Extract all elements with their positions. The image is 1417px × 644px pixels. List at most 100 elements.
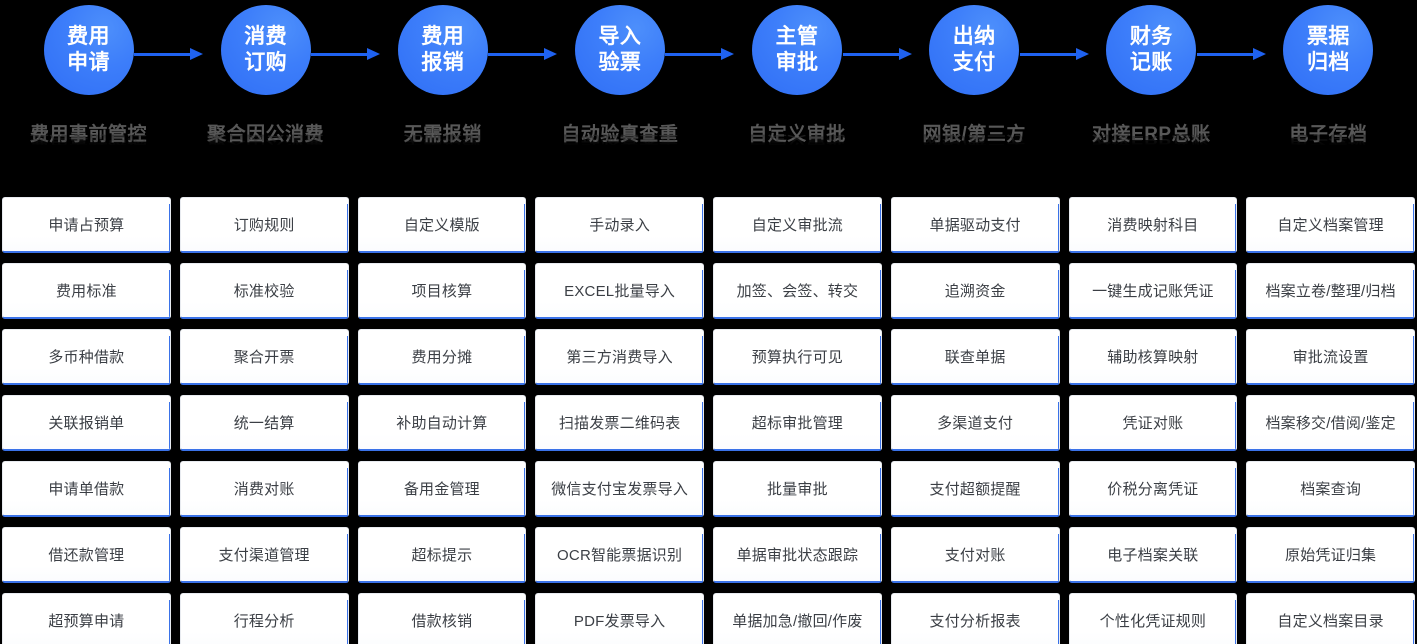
- feature-cell[interactable]: 关联报销单: [2, 395, 171, 451]
- feature-cell[interactable]: 申请单借款: [2, 461, 171, 517]
- feature-cell[interactable]: 费用标准: [2, 263, 171, 319]
- flow-step-subtitle: 无需报销: [403, 124, 482, 145]
- feature-cell[interactable]: 行程分析: [179, 593, 349, 644]
- flow-step-5[interactable]: 主管审批自定义审批自定义审批: [709, 0, 912, 186]
- feature-cell[interactable]: 费用分摊: [357, 329, 527, 385]
- feature-cell[interactable]: 联查单据: [890, 329, 1060, 385]
- flow-step-circle[interactable]: 出纳支付: [929, 5, 1020, 95]
- feature-cell[interactable]: 借还款管理: [2, 527, 171, 583]
- flow-step-circle[interactable]: 票据归档: [1283, 5, 1374, 95]
- feature-cell[interactable]: 审批流设置: [1246, 329, 1415, 385]
- feature-cell[interactable]: 超预算申请: [2, 593, 171, 644]
- feature-cell[interactable]: 预算执行可见: [713, 329, 882, 385]
- feature-cell[interactable]: 微信支付宝发票导入: [535, 461, 704, 517]
- flow-step-title-line2: 申请: [67, 51, 111, 74]
- flow-step-title-line1: 导入: [598, 25, 642, 49]
- feature-cell[interactable]: 单据审批状态跟踪: [713, 527, 882, 583]
- flow-step-title-line1: 费用: [421, 25, 465, 49]
- flow-step-7[interactable]: 财务记账对接ERP总账对接ERP总账: [1063, 0, 1266, 186]
- flow-step-circle[interactable]: 费用报销: [397, 5, 488, 95]
- flow-step-title-line2: 订购: [244, 51, 288, 74]
- feature-cell[interactable]: 电子档案关联: [1068, 527, 1238, 583]
- feature-cell[interactable]: 申请占预算: [2, 197, 171, 253]
- feature-cell[interactable]: EXCEL批量导入: [535, 263, 704, 319]
- feature-cell[interactable]: 多渠道支付: [890, 395, 1060, 451]
- flow-step-title-line1: 费用: [67, 25, 111, 49]
- feature-cell[interactable]: 一键生成记账凭证: [1068, 263, 1238, 319]
- feature-cell[interactable]: 档案移交/借阅/鉴定: [1246, 395, 1415, 451]
- feature-cell[interactable]: 订购规则: [179, 197, 349, 253]
- flow-step-circle[interactable]: 财务记账: [1106, 5, 1197, 95]
- flow-step-subtitle: 自定义审批: [748, 124, 846, 145]
- feature-cell[interactable]: 项目核算: [357, 263, 527, 319]
- feature-cell[interactable]: 支付分析报表: [890, 593, 1060, 644]
- feature-cell[interactable]: 档案立卷/整理/归档: [1246, 263, 1415, 319]
- flow-step-title-line1: 财务: [1129, 25, 1173, 49]
- flow-subtitle-wrap: 无需报销无需报销: [354, 124, 531, 182]
- flow-step-circle[interactable]: 费用申请: [43, 5, 134, 95]
- flow-step-subtitle-reflection: 费用事前管控: [30, 132, 148, 146]
- feature-cell[interactable]: 加签、会签、转交: [713, 263, 882, 319]
- flow-step-circle[interactable]: 导入验票: [574, 5, 665, 95]
- flow-step-3[interactable]: 费用报销无需报销无需报销: [354, 0, 558, 186]
- feature-cell[interactable]: 批量审批: [713, 461, 882, 517]
- flow-step-1[interactable]: 费用申请费用事前管控费用事前管控: [0, 0, 203, 186]
- flow-step-title-line1: 主管: [775, 25, 819, 49]
- feature-cell[interactable]: 第三方消费导入: [535, 329, 704, 385]
- feature-cell[interactable]: OCR智能票据识别: [535, 527, 704, 583]
- feature-cell[interactable]: 凭证对账: [1068, 395, 1238, 451]
- feature-cell[interactable]: 超标提示: [357, 527, 527, 583]
- flow-step-2[interactable]: 消费订购聚合因公消费聚合因公消费: [177, 0, 381, 186]
- feature-cell[interactable]: 原始凭证归集: [1246, 527, 1415, 583]
- feature-cell[interactable]: 支付对账: [890, 527, 1060, 583]
- flow-step-subtitle-reflection: 网银/第三方: [922, 132, 1026, 146]
- flow-step-title-line2: 报销: [421, 51, 465, 74]
- flow-step-subtitle: 聚合因公消费: [207, 124, 325, 145]
- flow-step-8[interactable]: 票据归档电子存档电子存档: [1240, 0, 1417, 186]
- feature-cell[interactable]: 单据加急/撤回/作废: [713, 593, 882, 644]
- feature-cell[interactable]: 档案查询: [1246, 461, 1415, 517]
- feature-cell[interactable]: 手动录入: [535, 197, 704, 253]
- feature-cell[interactable]: 标准校验: [179, 263, 349, 319]
- feature-cell[interactable]: 补助自动计算: [357, 395, 527, 451]
- feature-cell[interactable]: 支付超额提醒: [890, 461, 1060, 517]
- feature-cell[interactable]: 消费对账: [179, 461, 349, 517]
- feature-cell[interactable]: 消费映射科目: [1068, 197, 1238, 253]
- feature-cell[interactable]: 聚合开票: [179, 329, 349, 385]
- feature-cell[interactable]: 自定义模版: [357, 197, 527, 253]
- flow-step-circle[interactable]: 消费订购: [220, 5, 311, 95]
- flow-subtitle-wrap: 聚合因公消费聚合因公消费: [177, 124, 354, 182]
- flow-step-subtitle: 自动验真查重: [561, 124, 679, 145]
- feature-cell[interactable]: 自定义档案管理: [1246, 197, 1415, 253]
- flow-step-subtitle-reflection: 电子存档: [1289, 132, 1368, 146]
- feature-cell[interactable]: 支付渠道管理: [179, 527, 349, 583]
- feature-cell[interactable]: 自定义审批流: [713, 197, 882, 253]
- feature-cell[interactable]: 多币种借款: [2, 329, 171, 385]
- feature-cell[interactable]: PDF发票导入: [535, 593, 704, 644]
- feature-cell[interactable]: 统一结算: [179, 395, 349, 451]
- feature-cell[interactable]: 自定义档案目录: [1246, 593, 1415, 644]
- feature-grid: 申请占预算订购规则自定义模版手动录入自定义审批流单据驱动支付消费映射科目自定义档…: [0, 192, 1417, 644]
- feature-cell[interactable]: 辅助核算映射: [1068, 329, 1238, 385]
- flow-step-subtitle-reflection: 聚合因公消费: [207, 132, 325, 146]
- flow-step-title-line1: 消费: [244, 25, 288, 49]
- process-flow-row: 费用申请费用事前管控费用事前管控消费订购聚合因公消费聚合因公消费费用报销无需报销…: [0, 0, 1417, 186]
- flow-step-subtitle: 网银/第三方: [922, 124, 1026, 145]
- flow-circle-wrap: 消费订购: [177, 0, 381, 100]
- feature-cell[interactable]: 借款核销: [357, 593, 527, 644]
- flow-step-title-line1: 票据: [1306, 25, 1350, 49]
- flow-subtitle-wrap: 费用事前管控费用事前管控: [0, 124, 177, 182]
- feature-cell[interactable]: 扫描发票二维码表: [535, 395, 704, 451]
- flow-step-6[interactable]: 出纳支付网银/第三方网银/第三方: [886, 0, 1089, 186]
- feature-cell[interactable]: 超标审批管理: [713, 395, 882, 451]
- feature-cell[interactable]: 追溯资金: [890, 263, 1060, 319]
- flow-subtitle-wrap: 网银/第三方网银/第三方: [886, 124, 1063, 182]
- flow-step-subtitle-reflection: 自定义审批: [748, 132, 846, 146]
- feature-cell[interactable]: 价税分离凭证: [1068, 461, 1238, 517]
- flow-step-circle[interactable]: 主管审批: [752, 5, 843, 95]
- feature-cell[interactable]: 个性化凭证规则: [1068, 593, 1238, 644]
- flow-step-4[interactable]: 导入验票自动验真查重自动验真查重: [531, 0, 735, 186]
- feature-cell[interactable]: 单据驱动支付: [890, 197, 1060, 253]
- feature-cell[interactable]: 备用金管理: [357, 461, 527, 517]
